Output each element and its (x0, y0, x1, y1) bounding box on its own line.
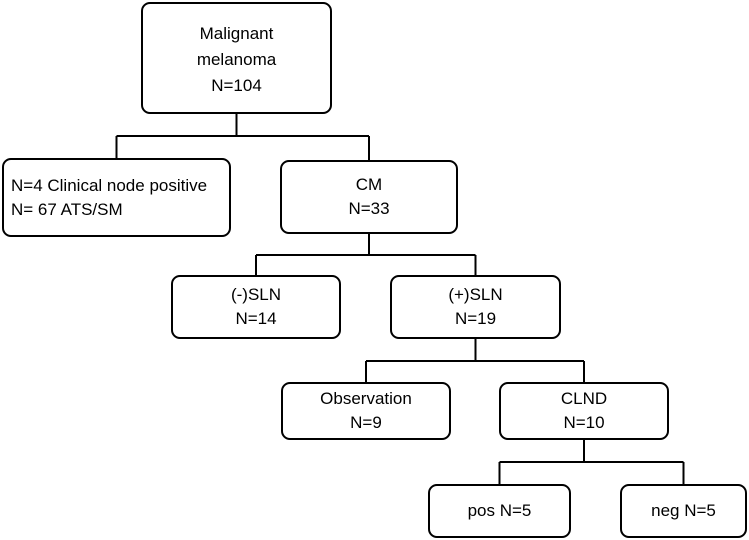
node-label: Observation (320, 389, 412, 408)
node-label-line: N= 67 ATS/SM (11, 199, 123, 219)
node-clnd-positive: pos N=5 (428, 484, 571, 538)
node-label: (-)SLN (230, 285, 282, 304)
node-label-line: Malignant (199, 24, 274, 43)
node-count: N=33 (348, 199, 390, 218)
node-label: pos N=5 (467, 501, 532, 520)
node-observation: Observation N=9 (281, 382, 451, 440)
node-clnd-negative: neg N=5 (620, 484, 747, 538)
node-count: N=10 (563, 413, 605, 432)
node-label: neg N=5 (651, 501, 716, 520)
node-sln-positive: (+)SLN N=19 (390, 275, 561, 339)
node-excluded: N=4 Clinical node positive N= 67 ATS/SM (2, 158, 231, 237)
node-count: N=9 (350, 413, 382, 432)
node-label-line: N=4 Clinical node positive (11, 175, 208, 195)
node-count: N=19 (454, 309, 497, 328)
node-malignant-melanoma: Malignant melanoma N=104 (141, 2, 332, 114)
node-count: N=104 (211, 76, 262, 95)
node-label: CM (355, 175, 383, 194)
node-clnd: CLND N=10 (499, 382, 669, 440)
node-label: (+)SLN (448, 285, 503, 304)
node-cm: CM N=33 (280, 160, 458, 234)
node-label: CLND (560, 389, 608, 408)
node-label-line: melanoma (196, 50, 277, 69)
node-sln-negative: (-)SLN N=14 (171, 275, 341, 339)
node-count: N=14 (235, 309, 277, 328)
